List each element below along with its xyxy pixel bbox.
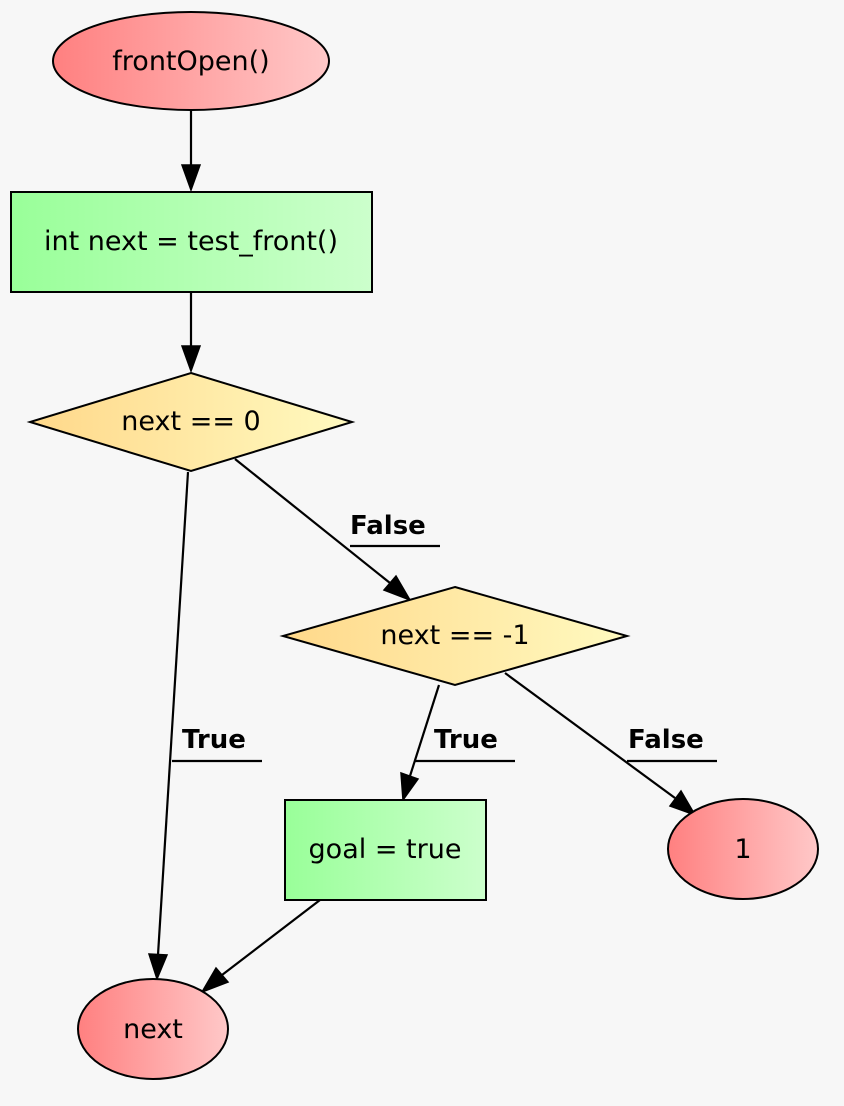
node-return-one: 1 (667, 798, 819, 900)
node-return-next-label: next (123, 1014, 183, 1045)
edge-decision-zero-true: True (147, 471, 262, 982)
node-assign-next: int next = test_front() (10, 191, 373, 293)
edge-decision-neg-one-true: True (400, 684, 515, 803)
node-goal-true: goal = true (284, 799, 487, 901)
node-return-one-label: 1 (734, 834, 751, 865)
node-goal-true-label: goal = true (309, 834, 462, 865)
edge-label-false: False (628, 725, 704, 755)
edge-label-true: True (182, 725, 246, 755)
node-start: frontOpen() (52, 11, 330, 111)
node-decision-neg-one-label: next == -1 (380, 620, 529, 651)
edge-goal-to-next (200, 899, 321, 994)
edge-decision-neg-one-false: False (504, 672, 717, 817)
edge-start-to-assign (180, 110, 202, 193)
node-decision-neg-one: next == -1 (279, 585, 631, 687)
node-decision-zero-label: next == 0 (121, 406, 260, 437)
node-return-next: next (77, 978, 229, 1080)
node-start-label: frontOpen() (112, 46, 269, 77)
edge-assign-to-decision-zero (180, 292, 202, 374)
edge-label-false: False (350, 511, 426, 541)
edge-decision-zero-false: False (234, 458, 440, 602)
edge-label-true: True (434, 725, 498, 755)
node-assign-next-label: int next = test_front() (44, 226, 338, 257)
node-decision-zero: next == 0 (26, 371, 356, 473)
